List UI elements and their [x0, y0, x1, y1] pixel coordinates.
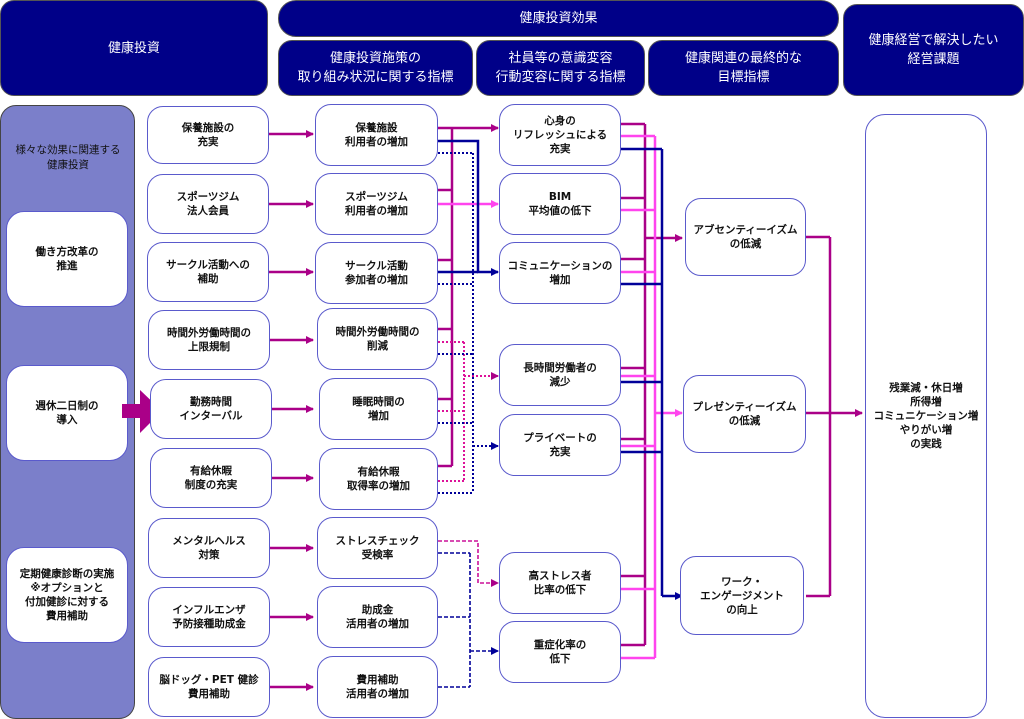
- sidebar-item-five-day-week: 週休二日制の 導入: [6, 365, 128, 461]
- investment-box: 有給休暇 制度の充実: [150, 448, 272, 508]
- big-arrow-icon: [122, 390, 162, 433]
- policy-indicator-box: 有給休暇 取得率の増加: [319, 448, 438, 510]
- awareness-indicator-box: 重症化率の 低下: [499, 621, 621, 683]
- investment-box: 勤務時間 インターバル: [150, 379, 272, 439]
- investment-box: 脳ドッグ・PET 健診 費用補助: [148, 657, 270, 717]
- investment-box: サークル活動への 補助: [147, 242, 269, 302]
- policy-indicator-box: サークル活動 参加者の増加: [315, 242, 438, 304]
- management-issue-box: 残業減・休日増 所得増 コミュニケーション増 やりがい増 の実践: [865, 114, 987, 718]
- investment-box: スポーツジム 法人会員: [147, 174, 269, 234]
- policy-indicator-box: 睡眠時間の 増加: [319, 378, 438, 440]
- sidebar-item-workstyle: 働き方改革の 推進: [6, 211, 128, 307]
- header-management: 健康経営で解決したい 経営課題: [843, 4, 1024, 96]
- awareness-indicator-box: 心身の リフレッシュによる 充実: [499, 104, 621, 166]
- policy-indicator-box: 時間外労働時間の 削減: [317, 308, 438, 370]
- line-dashed-stress: [438, 540, 499, 587]
- final-indicator-presenteeism: プレゼンティーイズム の低減: [683, 375, 806, 453]
- investment-box: 時間外労働時間の 上限規制: [148, 310, 270, 370]
- header-policy-indicator: 健康投資施策の 取り組み状況に関する指標: [278, 40, 473, 96]
- header-awareness-indicator: 社員等の意識変容 行動変容に関する指標: [476, 40, 645, 96]
- sidebar-item-health-checkup: 定期健康診断の実施 ※オプションと 付加健診に対する 費用補助: [6, 547, 128, 643]
- investment-box: インフルエンザ 予防接種助成金: [148, 587, 270, 647]
- investment-box: メンタルヘルス 対策: [148, 518, 270, 578]
- policy-indicator-box: 保養施設 利用者の増加: [315, 104, 438, 166]
- policy-indicator-box: 助成金 活用者の増加: [317, 586, 438, 648]
- awareness-indicator-box: 高ストレス者 比率の低下: [499, 552, 621, 614]
- header-investment: 健康投資: [0, 0, 268, 96]
- awareness-indicator-box: BIM 平均値の低下: [499, 173, 621, 235]
- policy-indicator-box: 費用補助 活用者の増加: [317, 656, 438, 718]
- policy-indicator-box: ストレスチェック 受検率: [317, 517, 438, 579]
- awareness-indicator-box: コミュニケーションの 増加: [499, 242, 621, 304]
- header-final-indicator: 健康関連の最終的な 目標指標: [648, 40, 839, 96]
- line-policy-navy: [438, 139, 499, 276]
- policy-indicator-box: スポーツジム 利用者の増加: [315, 173, 438, 235]
- investment-box: 保養施設の 充実: [147, 106, 269, 164]
- final-indicator-engagement: ワーク・ エンゲージメント の向上: [680, 556, 804, 635]
- final-indicator-absenteeism: アブセンティーイズム の低減: [685, 198, 806, 276]
- sidebar-title: 様々な効果に関連する 健康投資: [15, 144, 121, 171]
- awareness-indicator-box: 長時間労働者の 減少: [499, 344, 621, 406]
- header-effect: 健康投資効果: [278, 0, 839, 37]
- awareness-indicator-box: プライベートの 充実: [499, 414, 621, 476]
